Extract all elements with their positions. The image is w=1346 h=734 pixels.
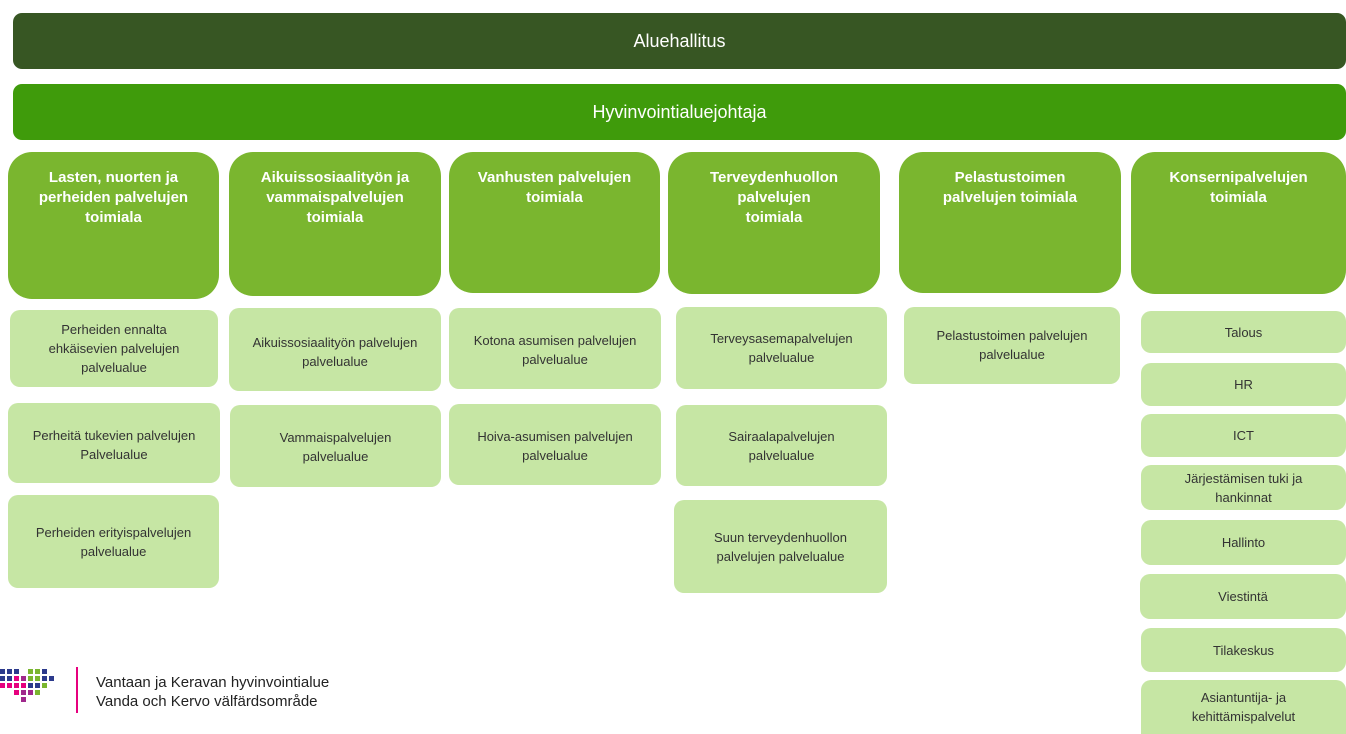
board-label: Aluehallitus <box>633 30 726 51</box>
division-header-rescue-services: Pelastustoimen palvelujen toimiala <box>899 152 1121 293</box>
board-bar: Aluehallitus <box>13 13 1346 69</box>
unit-disability-services: Vammaispalvelujen palvelualue <box>230 405 441 487</box>
unit-procurement-support: Järjestämisen tuki ja hankinnat <box>1141 465 1346 510</box>
director-label: Hyvinvointialuejohtaja <box>592 101 767 122</box>
organization-name-swedish: Vanda och Kervo välfärdsområde <box>96 693 318 710</box>
unit-family-special-services: Perheiden erityispalvelujen palvelualue <box>8 495 219 588</box>
organization-name: Vantaan ja Keravan hyvinvointialue Vanda… <box>96 673 329 711</box>
unit-finance: Talous <box>1141 311 1346 353</box>
unit-communications: Viestintä <box>1140 574 1346 619</box>
division-header-healthcare: Terveydenhuollon palvelujen toimiala <box>668 152 880 294</box>
unit-administration: Hallinto <box>1141 520 1346 565</box>
organization-logo-icon <box>0 669 54 702</box>
unit-care-housing-services: Hoiva-asumisen palvelujen palvelualue <box>449 404 661 485</box>
unit-facilities-centre: Tilakeskus <box>1141 628 1346 672</box>
division-header-group-services: Konsernipalvelujen toimiala <box>1131 152 1346 294</box>
unit-oral-healthcare-services: Suun terveydenhuollon palvelujen palvelu… <box>674 500 887 593</box>
unit-preventive-family-services: Perheiden ennalta ehkäisevien palvelujen… <box>10 310 218 387</box>
unit-rescue-services: Pelastustoimen palvelujen palvelualue <box>904 307 1120 384</box>
unit-ict: ICT <box>1141 414 1346 457</box>
unit-hr: HR <box>1141 363 1346 406</box>
division-header-children-youth-families: Lasten, nuorten ja perheiden palvelujen … <box>8 152 219 299</box>
logo-separator <box>76 667 78 713</box>
unit-home-living-services: Kotona asumisen palvelujen palvelualue <box>449 308 661 389</box>
organization-name-finnish: Vantaan ja Keravan hyvinvointialue <box>96 674 330 691</box>
unit-expert-development-services: Asiantuntija- ja kehittämispalvelut <box>1141 680 1346 734</box>
unit-family-support-services: Perheitä tukevien palvelujen Palvelualue <box>8 403 220 483</box>
unit-hospital-services: Sairaalapalvelujen palvelualue <box>676 405 887 486</box>
division-header-elderly-services: Vanhusten palvelujen toimiala <box>449 152 660 293</box>
unit-health-centre-services: Terveysasemapalvelujen palvelualue <box>676 307 887 389</box>
director-bar: Hyvinvointialuejohtaja <box>13 84 1346 140</box>
unit-adult-social-work: Aikuissosiaalityön palvelujen palvelualu… <box>229 308 441 391</box>
division-header-adult-social-disability: Aikuissosiaalityön ja vammaispalvelujen … <box>229 152 441 296</box>
